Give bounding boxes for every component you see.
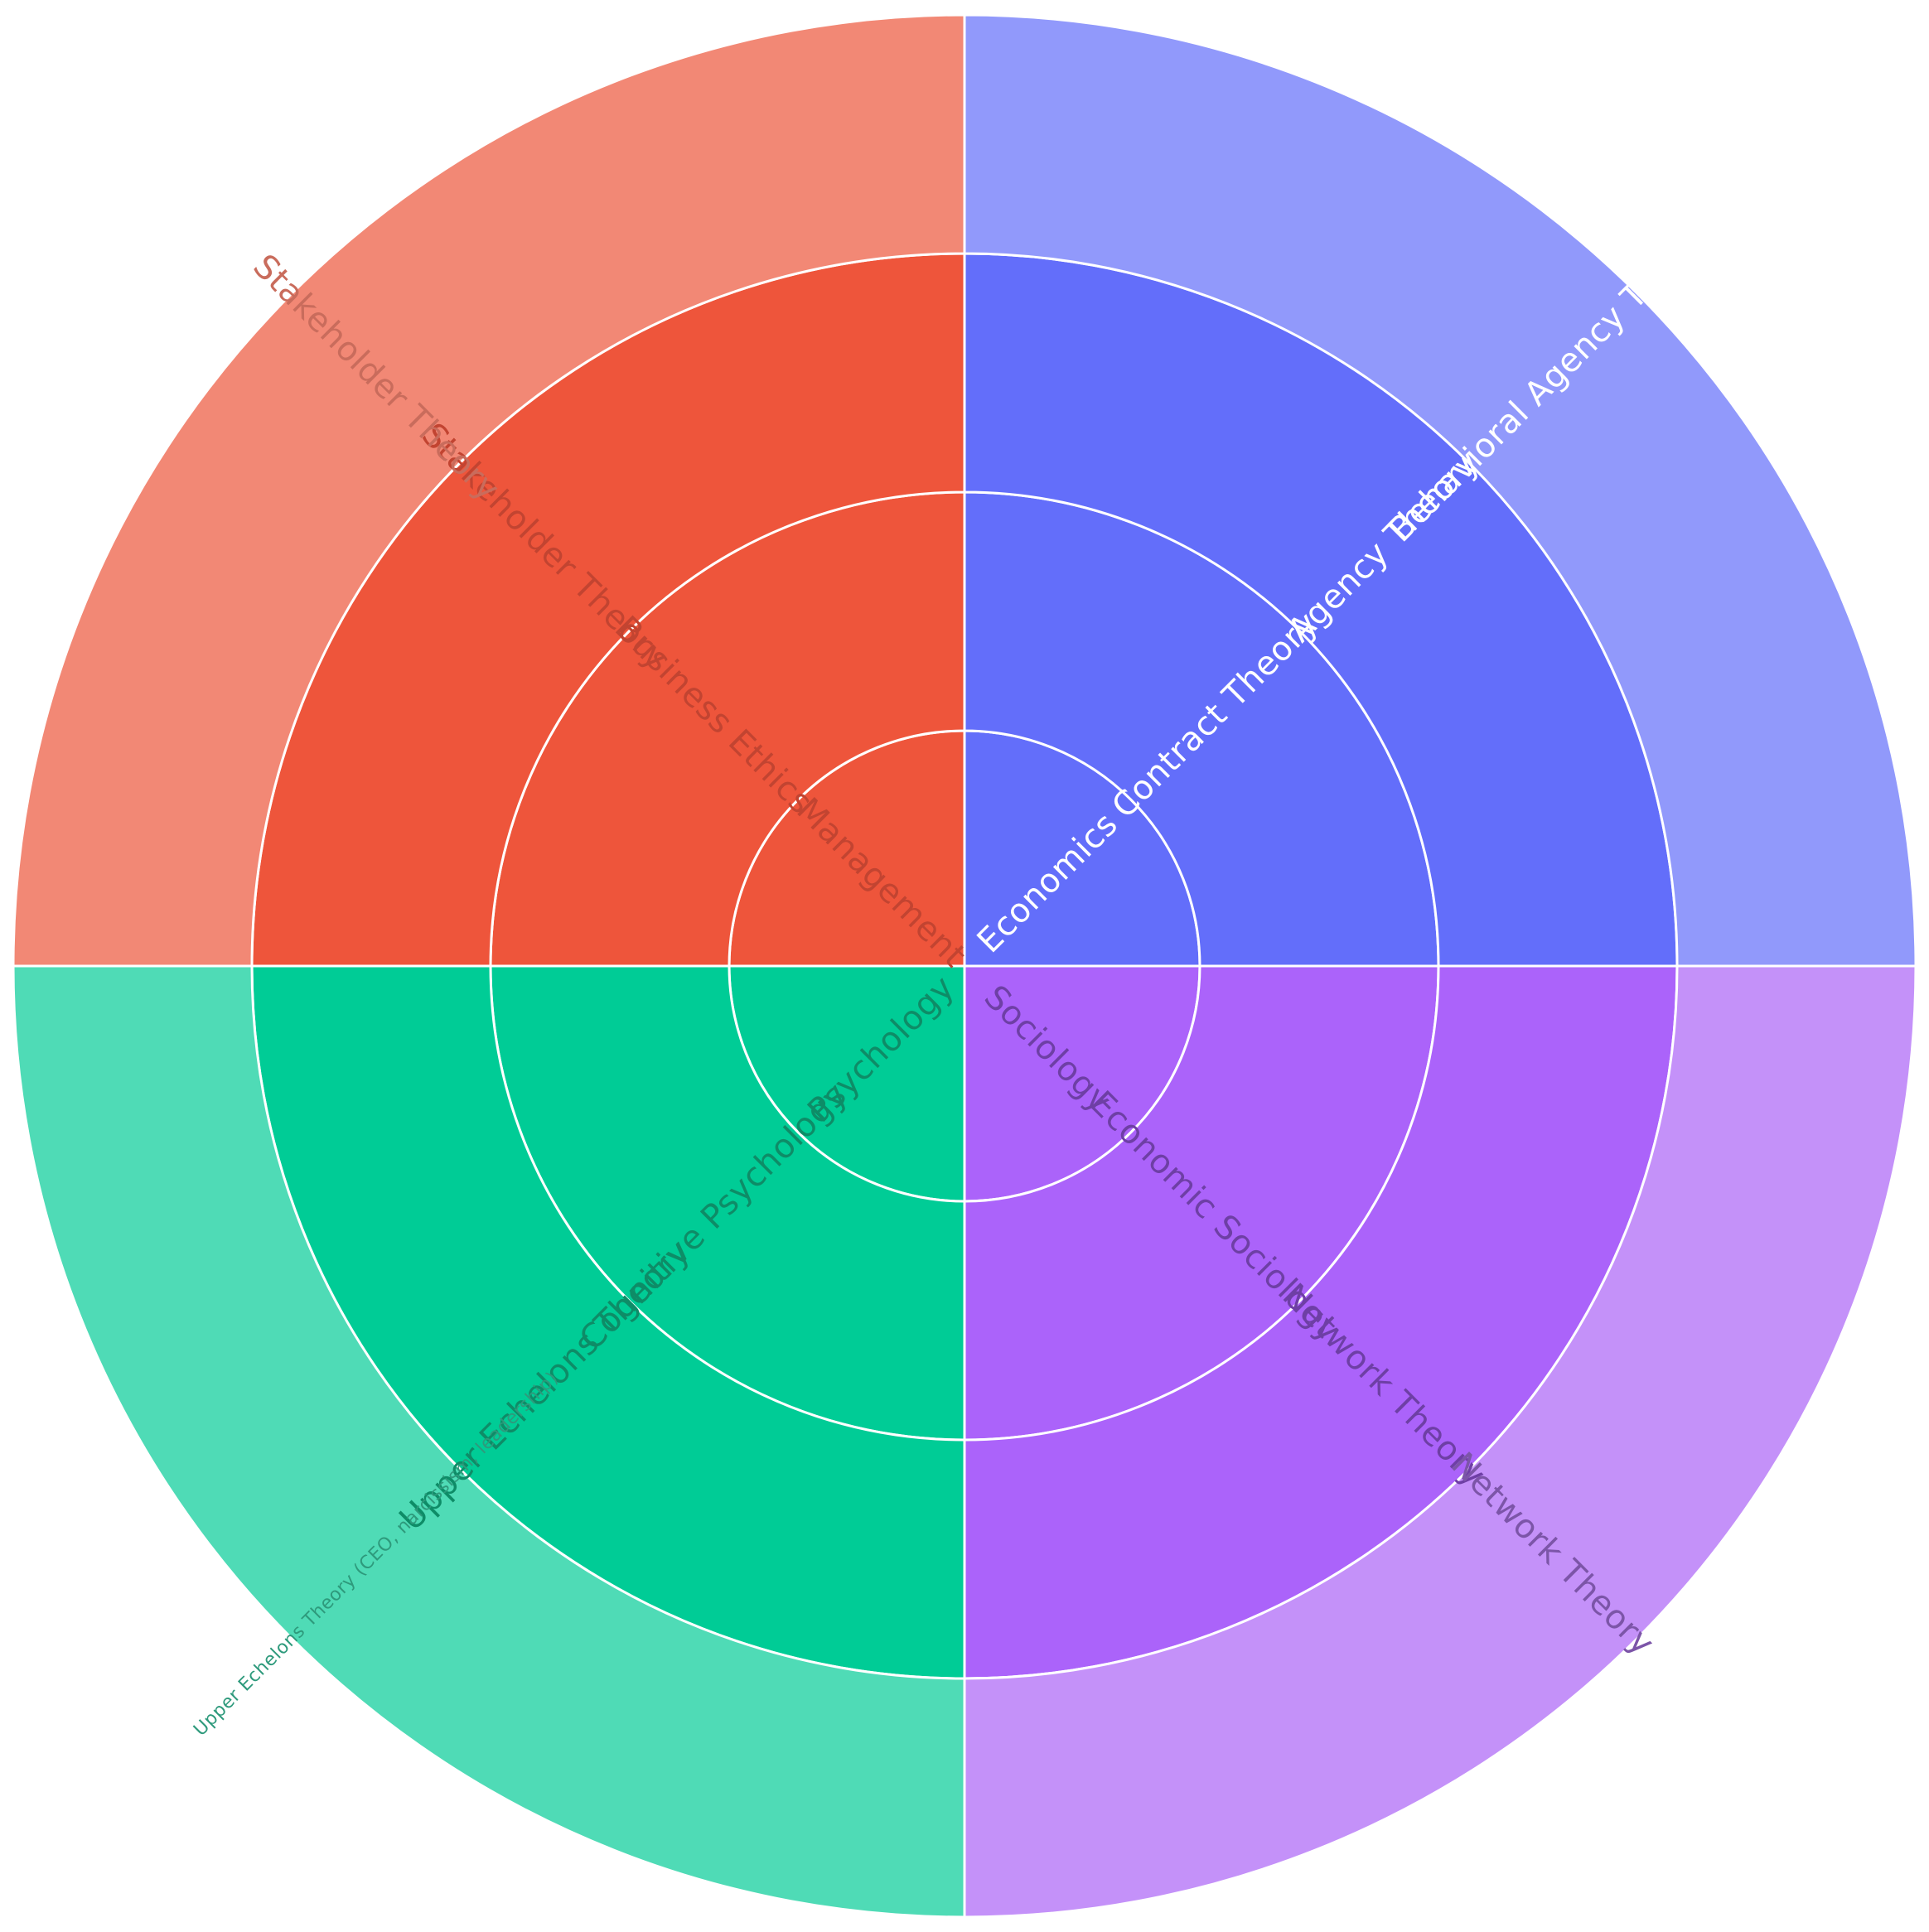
- segment-top-left-level-4[interactable]: [12, 13, 966, 968]
- segment-bottom-right-level-4[interactable]: [963, 964, 1917, 1919]
- segment-bottom-left-level-4[interactable]: [12, 964, 966, 1919]
- sunburst-segments: [12, 13, 1917, 1919]
- segment-top-right-level-4[interactable]: [963, 13, 1917, 968]
